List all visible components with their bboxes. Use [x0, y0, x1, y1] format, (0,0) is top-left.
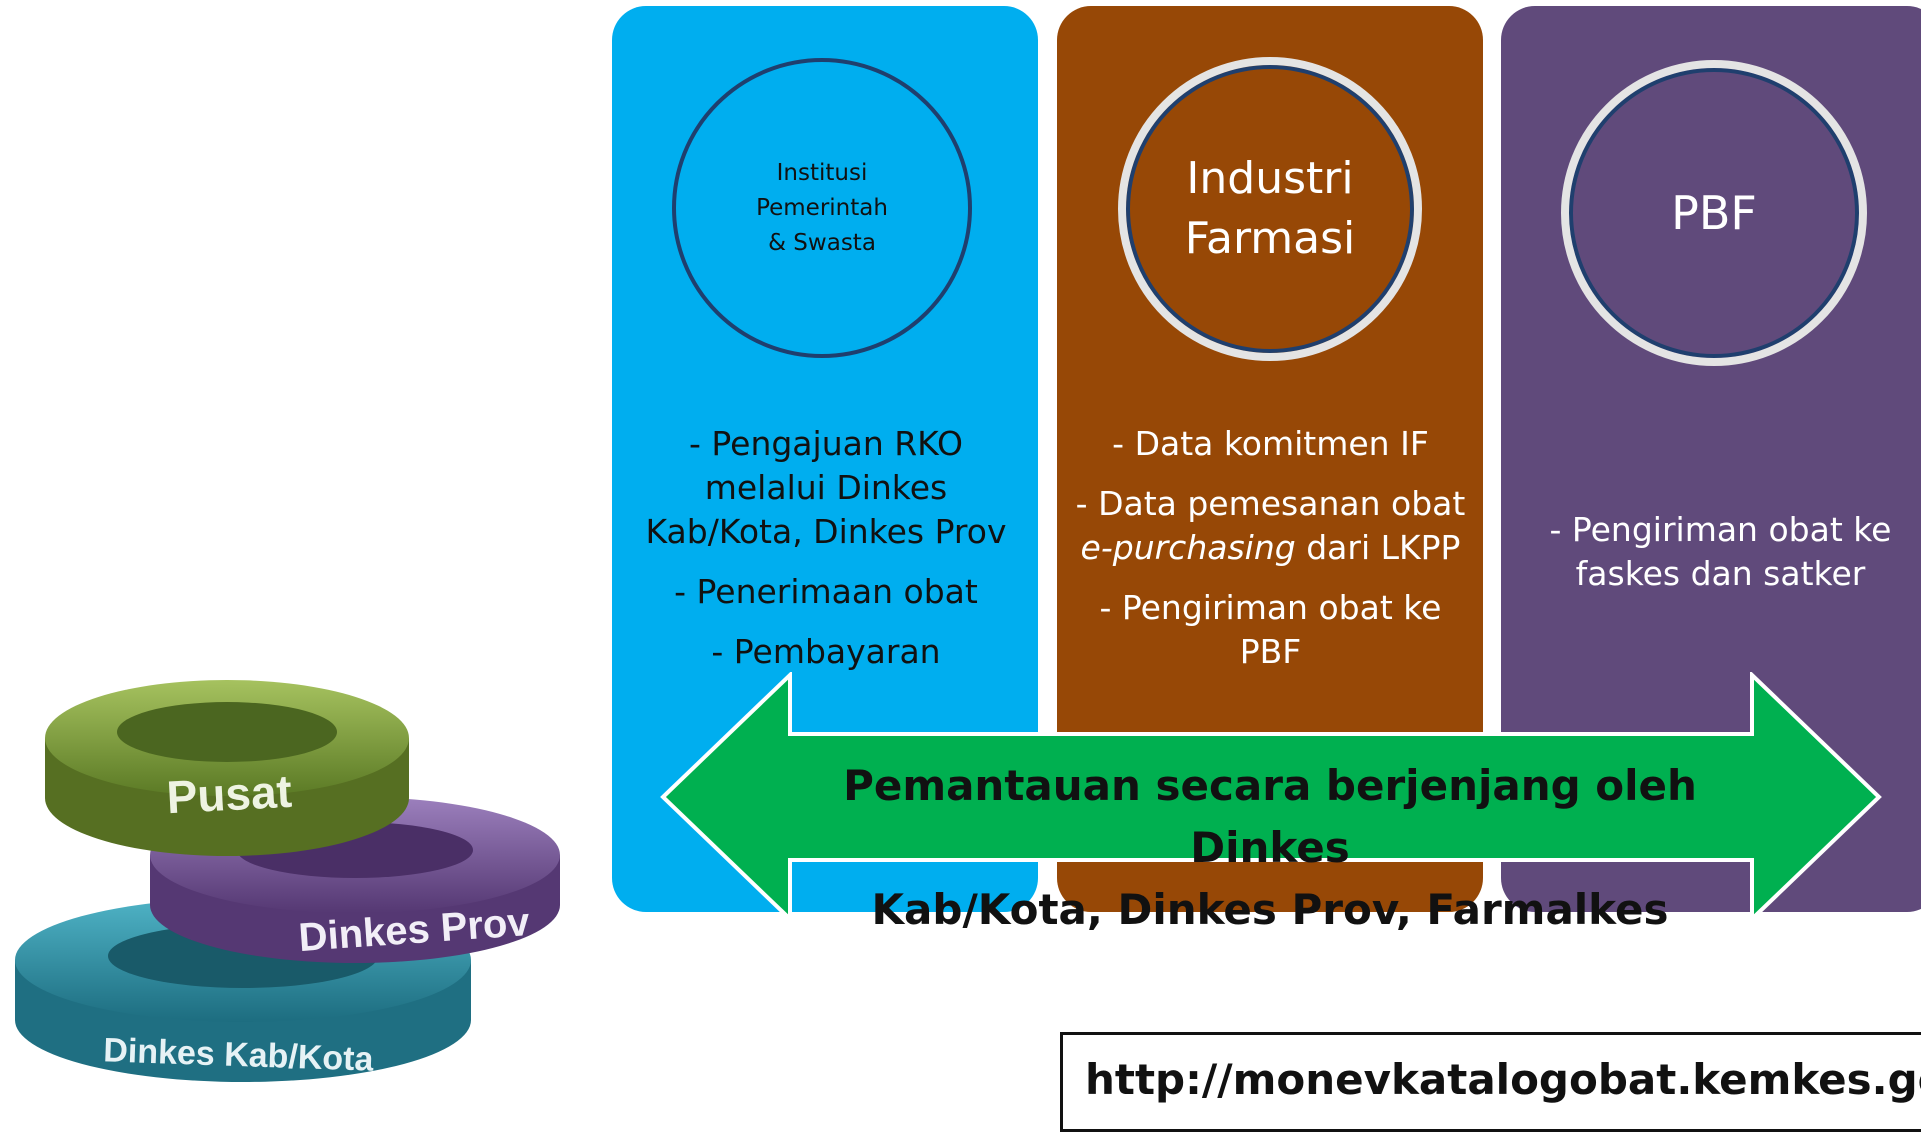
institusi-item-1: - Pengajuan RKO melalui Dinkes Kab/Kota,… [645, 424, 1007, 551]
institusi-title-line2: Pemerintah [756, 194, 888, 221]
industri-list: - Data komitmen IF - Data pemesanan obat… [1068, 422, 1473, 690]
pbf-item-1: - Pengiriman obat ke faskes dan satker [1549, 510, 1892, 593]
ring-bottom-label: Dinkes Kab/Kota [103, 1031, 375, 1078]
ring-top-label: Pusat [165, 765, 293, 823]
circle-industri-farmasi: Industri Farmasi [1118, 57, 1422, 361]
institusi-title-line1: Institusi [776, 159, 868, 186]
pbf-title: PBF [1671, 186, 1757, 240]
pbf-list: - Pengiriman obat ke faskes dan satker [1508, 508, 1921, 612]
industri-item-2: - Data pemesanan obat e-purchasing dari … [1068, 482, 1473, 570]
ring-pusat: Pusat [45, 680, 409, 856]
institusi-item-3: - Pembayaran [711, 632, 941, 671]
arrow-label-line2: Kab/Kota, Dinkes Prov, Farmalkes [871, 885, 1669, 934]
institusi-list: - Pengajuan RKO melalui Dinkes Kab/Kota,… [630, 422, 1022, 690]
institusi-title-line3: & Swasta [768, 229, 876, 256]
industri-item-2-em: e-purchasing [1080, 528, 1296, 567]
url-text: http://monevkatalogobat.kemkes.go.id [1085, 1055, 1921, 1104]
ring-dinkes-kab-kota: Dinkes Kab/Kota [15, 898, 471, 1082]
industri-item-3: - Pengiriman obat ke PBF [1099, 588, 1442, 671]
industri-title-line2: Farmasi [1184, 213, 1356, 264]
industri-item-1: - Data komitmen IF [1112, 424, 1429, 463]
arrow-label-line1: Pemantauan secara berjenjang oleh Dinkes [843, 761, 1697, 872]
institusi-item-2: - Penerimaan obat [674, 572, 978, 611]
double-arrow [660, 672, 1882, 922]
arrow-label: Pemantauan secara berjenjang oleh Dinkes… [780, 755, 1760, 941]
industri-title-line1: Industri [1186, 153, 1354, 204]
industri-item-2-post: dari LKPP [1306, 528, 1461, 567]
industri-item-2-pre: - Data pemesanan obat [1075, 484, 1466, 523]
double-arrow-shape [660, 672, 1882, 922]
circle-institusi: Institusi Pemerintah & Swasta [672, 58, 972, 358]
ring-stack: Dinkes Kab/Kota Dinkes Prov Pusat [15, 680, 560, 1082]
circle-pbf: PBF [1561, 60, 1867, 366]
